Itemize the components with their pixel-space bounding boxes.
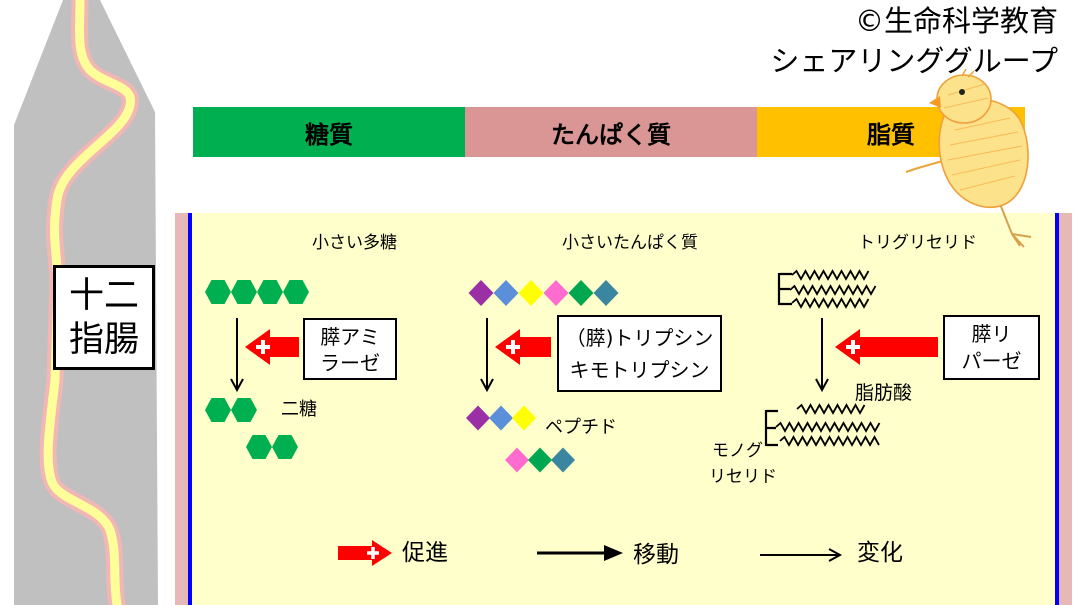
fatty-acid-label: 脂肪酸: [855, 382, 913, 404]
duct: [43, 0, 135, 605]
amino-acid-unit: [505, 447, 529, 473]
amino-acid-unit: [489, 405, 513, 431]
enzyme-label-line2: ラーゼ: [320, 351, 380, 375]
disaccharide-1: [205, 398, 257, 422]
monoglyceride-label-line1: モノグ: [712, 441, 763, 461]
fatty-acid-chain: [789, 284, 877, 296]
amino-acid-unit: [593, 280, 619, 306]
change-arrow-carbohydrate: [230, 318, 244, 393]
promote-arrow-amylase: [245, 329, 299, 365]
plus-icon: [367, 547, 379, 559]
monoglyceride-label: モノグ リセリド: [709, 438, 777, 490]
glucose-unit: [246, 435, 272, 459]
amino-acid-unit: [543, 280, 569, 306]
header-carbohydrate-label: 糖質: [305, 120, 353, 149]
amino-acid-unit: [518, 280, 544, 306]
glycerol-backbone: [764, 409, 778, 447]
glucose-unit: [205, 280, 231, 304]
carbohydrate-title: 小さい多糖: [312, 233, 397, 253]
legend-change-arrow: [760, 548, 843, 562]
plus-icon: [506, 340, 520, 354]
legend-move-label: 移動: [633, 542, 679, 568]
chick-beak: [929, 96, 941, 108]
enzyme-label-line1: 膵リ: [971, 322, 1012, 346]
enzyme-label-line2: キモトリプシン: [569, 358, 710, 382]
chick-icon: [905, 68, 1032, 248]
free-fatty-acids: [779, 403, 880, 447]
amino-acid-unit: [551, 447, 575, 473]
polysaccharide: [205, 280, 309, 304]
amino-acid-unit: [468, 280, 494, 306]
legend-change-label: 変化: [857, 540, 903, 566]
copyright-line1: ©生命科学教育: [854, 4, 1058, 38]
promote-arrow-trypsin: [495, 329, 551, 365]
header-lipid-label: 脂質: [867, 120, 915, 149]
duodenum-label-line1: 十二: [68, 276, 139, 316]
plus-icon: [846, 340, 860, 354]
promote-arrow-lipase: [835, 329, 938, 365]
peptide-1: [466, 405, 536, 431]
header-protein: たんぱく質: [465, 107, 757, 157]
glucose-unit: [272, 435, 298, 459]
amylase-box: 膵アミ ラーゼ: [303, 318, 397, 380]
chick-tuft: [961, 68, 975, 78]
copyright-line2: シェアリンググループ: [770, 44, 1058, 78]
fatty-acid-chain: [796, 403, 866, 415]
protein-title: 小さいたんぱく質: [562, 233, 698, 253]
chick-leg-left: [905, 159, 947, 173]
monoglyceride-molecule: [764, 409, 881, 447]
glycerol-backbone: [777, 272, 792, 306]
legend-promote-arrow: [338, 540, 392, 566]
glucose-unit: [257, 280, 283, 304]
panel-right-border: [1055, 213, 1059, 605]
glucose-unit: [205, 398, 231, 422]
fatty-acid-chain: [779, 435, 880, 447]
lipase-box: 膵リ パーゼ: [943, 315, 1040, 380]
small-protein-chain: [468, 280, 619, 306]
change-arrow-protein: [480, 318, 494, 393]
chick-eye: [959, 89, 965, 95]
plus-icon: [256, 340, 270, 354]
glucose-unit: [283, 280, 309, 304]
amino-acid-unit: [528, 447, 552, 473]
duodenum-label-line2: 指腸: [68, 320, 139, 360]
legend-promote-label: 促進: [402, 540, 448, 566]
peptide-2: [505, 447, 575, 473]
panel-left-border: [188, 213, 192, 605]
amino-acid-unit: [466, 405, 490, 431]
change-arrow-lipid: [815, 318, 829, 393]
glucose-unit: [231, 280, 257, 304]
enzyme-label-line1: （膵)トリプシン: [565, 326, 714, 350]
panel-left-edge: [175, 213, 188, 605]
enzyme-label-line2: パーゼ: [961, 349, 1022, 373]
disaccharide-label: 二糖: [281, 399, 317, 420]
glucose-unit: [231, 398, 257, 422]
digestion-panel: [175, 213, 1072, 605]
chick-leg-right: [999, 203, 1032, 248]
legend-move-arrow: [537, 545, 623, 561]
lipid-title: トリグリセリド: [858, 233, 977, 253]
monoglyceride-label-line2: リセリド: [709, 467, 777, 487]
duodenum-label-box: 十二 指腸: [53, 265, 155, 370]
amino-acid-unit: [512, 405, 536, 431]
trypsin-box: （膵)トリプシン キモトリプシン: [557, 315, 722, 392]
chick-crayon-texture: [943, 83, 1023, 191]
amino-acid-unit: [568, 280, 594, 306]
amino-acid-unit: [493, 280, 519, 306]
panel-right-edge: [1059, 213, 1072, 605]
triglyceride-molecule: [777, 269, 877, 309]
header-protein-label: たんぱく質: [551, 120, 671, 149]
fatty-acid-chain: [791, 269, 870, 281]
fatty-acid-chain: [791, 297, 870, 309]
disaccharide-2: [246, 435, 298, 459]
peptide-label: ペプチド: [545, 417, 617, 438]
header-carbohydrate: 糖質: [193, 107, 465, 157]
fatty-acid-chain: [775, 421, 881, 433]
enzyme-label-line1: 膵アミ: [320, 325, 380, 349]
